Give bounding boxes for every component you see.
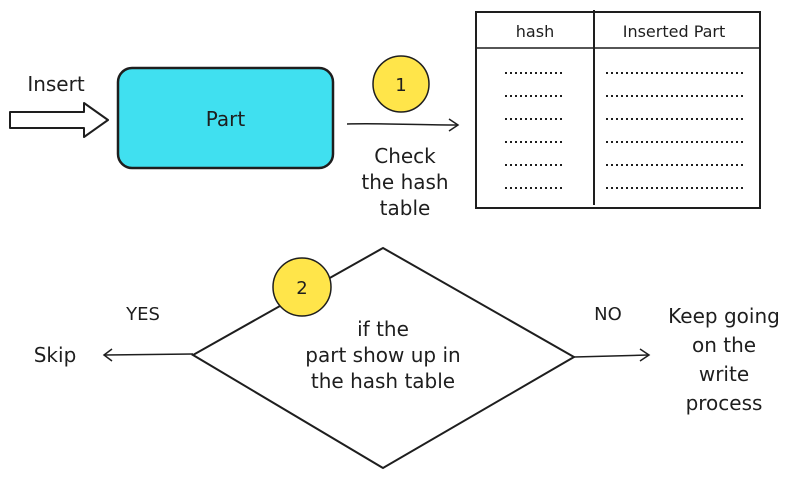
decision-text-line: part show up in — [305, 343, 461, 367]
keep-going-line: process — [685, 391, 763, 415]
decision-text-line: if the — [357, 317, 409, 341]
keep-going-label: Keep going on the write process — [652, 302, 796, 418]
table-header-hash: hash — [516, 22, 554, 41]
insert-arrow — [9, 102, 109, 138]
keep-going-line: write — [698, 362, 750, 386]
table-header-inserted-part: Inserted Part — [623, 22, 726, 41]
yes-label: YES — [126, 304, 160, 325]
decision-text-line: the hash table — [310, 369, 456, 393]
step-1-number: 1 — [395, 75, 406, 96]
hash-table-rows — [505, 72, 745, 189]
step-1-badge — [372, 55, 430, 113]
step-1-caption-line: the hash — [361, 170, 449, 194]
step-2-badge — [272, 257, 332, 317]
decision-text: if the part show up in the hash table — [265, 316, 501, 394]
part-label: Part — [205, 107, 246, 131]
keep-going-line: on the — [691, 333, 757, 357]
no-arrow — [573, 348, 651, 362]
step-1-caption: Check the hash table — [345, 143, 465, 221]
no-label: NO — [594, 304, 622, 325]
part-box — [116, 66, 335, 170]
yes-arrow — [102, 348, 194, 362]
insert-label: Insert — [27, 72, 85, 96]
step-2-number: 2 — [296, 278, 307, 299]
check-arrow — [346, 118, 460, 132]
keep-going-line: Keep going — [668, 304, 780, 328]
step-1-caption-line: Check — [374, 144, 436, 168]
step-1-caption-line: table — [379, 196, 431, 220]
skip-label: Skip — [33, 343, 77, 367]
hash-table — [475, 10, 761, 209]
